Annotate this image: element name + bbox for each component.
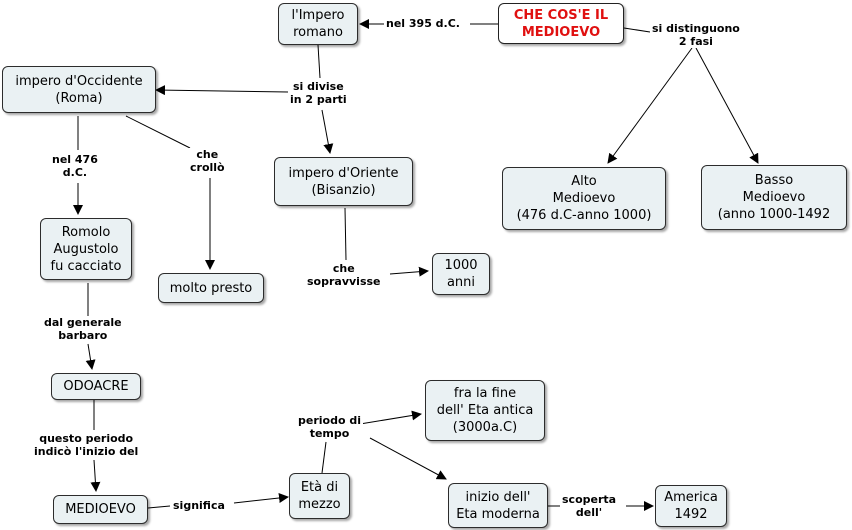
edge-si-distinguono-basso — [695, 47, 759, 164]
node-eta-di-mezzo[interactable]: Età di mezzo — [289, 473, 350, 519]
node-impero-oriente[interactable]: impero d'Oriente (Bisanzio) — [274, 157, 413, 206]
edge-si-divise-occidente — [155, 85, 289, 96]
edge-periodo-eta-moderna — [369, 437, 447, 480]
node-odoacre[interactable]: ODOACRE — [51, 373, 141, 400]
node-fine-eta-antica[interactable]: fra la fine dell' Eta antica (3000a.C) — [425, 380, 545, 441]
label-nel-395: nel 395 d.C. — [384, 17, 462, 30]
edge-eta-mezzo-periodo — [321, 441, 327, 474]
node-mille-anni[interactable]: 1000 anni — [432, 253, 490, 295]
label-scoperta-dell: scoperta dell' — [560, 493, 619, 519]
edge-impero-romano-si-divise — [317, 44, 321, 79]
edge-root-si-distinguono — [623, 27, 651, 33]
node-medioevo[interactable]: MEDIOEVO — [53, 495, 148, 524]
node-america-1492[interactable]: America 1492 — [655, 485, 727, 527]
node-impero-romano[interactable]: l'Impero romano — [278, 3, 358, 45]
label-nel-476: nel 476 d.C. — [50, 153, 100, 179]
label-periodo-di-tempo: periodo di tempo — [296, 414, 363, 440]
label-si-distinguono: si distinguono 2 fasi — [650, 22, 742, 48]
node-impero-occidente[interactable]: impero d'Occidente (Roma) — [2, 66, 156, 113]
label-significa: significa — [171, 499, 227, 512]
edge-periodo-fine-antica — [359, 410, 422, 425]
label-che-sopravvisse: che sopravvisse — [305, 262, 383, 288]
edge-questo-periodo-medioevo — [90, 459, 101, 492]
edge-si-distinguono-alto — [607, 47, 693, 164]
edge-medioevo-significa — [147, 505, 171, 509]
edge-dal-generale-odoacre — [85, 343, 96, 370]
node-basso-medioevo[interactable]: Basso Medioevo (anno 1000-1492 — [701, 165, 847, 230]
node-inizio-eta-moderna[interactable]: inizio dell' Eta moderna — [448, 483, 548, 528]
label-questo-periodo: questo periodo indicò l'inizio del — [32, 432, 141, 458]
edge-significa-eta-mezzo — [233, 493, 289, 504]
edge-occidente-che-crollo — [125, 115, 191, 149]
node-molto-presto[interactable]: molto presto — [158, 273, 264, 303]
node-che-cose-il-medioevo[interactable]: CHE COS'E IL MEDIOEVO — [498, 3, 624, 44]
edge-sopravvisse-mille-anni — [389, 266, 429, 277]
node-alto-medioevo[interactable]: Alto Medioevo (476 d.C-anno 1000) — [502, 167, 666, 230]
edge-oriente-sopravvisse — [344, 207, 347, 261]
label-dal-generale-barbaro: dal generale barbaro — [42, 316, 124, 342]
label-che-crollo: che crollò — [188, 148, 227, 174]
label-si-divise: si divise in 2 parti — [288, 80, 349, 106]
node-romolo-augustolo[interactable]: Romolo Augustolo fu cacciato — [40, 218, 132, 280]
edge-si-divise-oriente — [321, 109, 334, 154]
